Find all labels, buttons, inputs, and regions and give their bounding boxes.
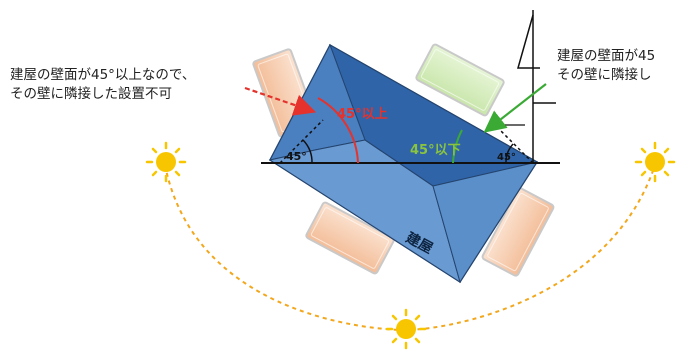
sun-icon-right: [634, 141, 676, 183]
label-angle-right: 45°: [497, 152, 516, 163]
label-angle-left: 45°: [286, 150, 307, 163]
label-over-45: 45°以上: [337, 107, 388, 122]
note-right: 建屋の壁面が45 その壁に隣接し: [557, 47, 655, 85]
note-left: 建屋の壁面が45°以上なので、 その壁に隣接した設置不可: [10, 66, 195, 104]
note-right-line-1: 建屋の壁面が45: [557, 48, 656, 64]
solar-panel-lower-left: [305, 201, 395, 275]
angle-arc-red: [317, 97, 359, 164]
note-left-line-1: 建屋の壁面が45°以上なので、: [10, 67, 196, 83]
angle-arc-green: [452, 129, 463, 164]
solar-panel-upper-right-green: [415, 43, 505, 117]
angle-line-left: [279, 119, 324, 164]
red-arrow: [244, 86, 317, 116]
sun-icon-bottom: [385, 308, 427, 350]
label-under-45: 45°以下: [410, 143, 461, 158]
vertical-post: [517, 10, 556, 163]
sun-icon-left: [145, 141, 187, 183]
angle-arc-right: [505, 143, 514, 164]
note-right-line-2: その壁に隣接し: [557, 67, 652, 83]
green-arrow: [483, 83, 547, 133]
solar-panel-lower-right: [481, 187, 555, 277]
note-left-line-2: その壁に隣接した設置不可: [10, 86, 172, 102]
angle-arc-left: [302, 139, 313, 164]
